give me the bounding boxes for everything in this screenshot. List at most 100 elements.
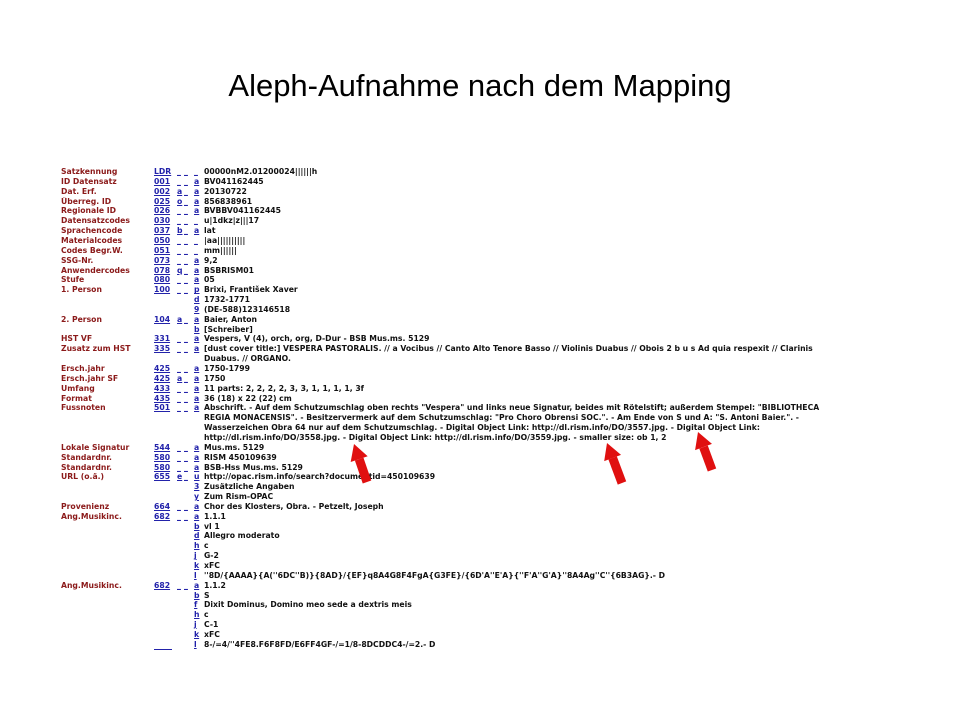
subfield-code-link[interactable]: a (194, 511, 200, 521)
subfield-code-link[interactable]: a (194, 462, 200, 472)
field-tag-link[interactable]: 051 (154, 245, 171, 255)
indicator-1-link[interactable]: _ (177, 245, 181, 255)
indicator-1-link[interactable]: _ (177, 452, 181, 462)
subfield-code-link[interactable]: _ (194, 216, 198, 226)
subfield-code-link[interactable]: a (194, 265, 200, 275)
indicator-2-link[interactable]: _ (184, 265, 188, 275)
indicator-2-link[interactable]: _ (184, 176, 188, 186)
subfield-code-link[interactable]: p (194, 285, 200, 295)
indicator-2-link[interactable]: _ (184, 383, 188, 393)
field-tag-link[interactable]: 100 (154, 285, 171, 295)
indicator-1-link[interactable]: _ (177, 334, 181, 344)
subfield-code-link[interactable]: k (194, 561, 200, 570)
indicator-1-link[interactable]: _ (177, 344, 181, 354)
subfield-code-link[interactable]: a (194, 452, 200, 462)
subfield-code-link[interactable]: a (194, 344, 200, 354)
indicator-1-link[interactable]: _ (177, 167, 181, 176)
indicator-1-link[interactable]: _ (177, 393, 181, 403)
subfield-code-link[interactable]: a (194, 314, 200, 324)
subfield-code-link[interactable]: h (194, 610, 200, 620)
subfield-code-link[interactable]: a (194, 255, 200, 265)
field-tag-link[interactable]: 050 (154, 235, 171, 245)
subfield-code-link[interactable]: 3 (194, 482, 200, 492)
subfield-code-link[interactable]: a (194, 442, 200, 452)
indicator-1-link[interactable]: _ (177, 255, 181, 265)
indicator-2-link[interactable]: _ (184, 393, 188, 403)
indicator-1-link[interactable]: a (177, 186, 183, 196)
indicator-1-link[interactable]: b (177, 226, 183, 236)
indicator-1-link[interactable]: _ (177, 462, 181, 472)
subfield-code-link[interactable]: b (194, 324, 200, 334)
subfield-code-link[interactable]: a (194, 393, 200, 403)
field-tag-link[interactable]: 104 (154, 314, 171, 324)
field-tag-link[interactable]: 501 (154, 403, 171, 413)
subfield-code-link[interactable]: _ (194, 167, 198, 176)
field-tag-link[interactable]: 580 (154, 462, 171, 472)
field-tag-link[interactable]: 001 (154, 176, 171, 186)
field-tag-link[interactable]: 655 (154, 472, 171, 482)
indicator-2-link[interactable]: _ (184, 226, 188, 236)
indicator-1-link[interactable]: a (177, 314, 183, 324)
indicator-2-link[interactable]: _ (184, 472, 188, 482)
indicator-1-link[interactable]: q (177, 265, 183, 275)
indicator-1-link[interactable]: _ (177, 580, 181, 590)
indicator-1-link[interactable]: _ (177, 442, 181, 452)
indicator-2-link[interactable]: _ (184, 206, 188, 216)
field-tag-link[interactable]: 425 (154, 373, 171, 383)
indicator-1-link[interactable]: e (177, 472, 183, 482)
subfield-code-link[interactable]: _ (194, 235, 198, 245)
indicator-2-link[interactable]: _ (184, 403, 188, 413)
subfield-code-link[interactable]: 9 (194, 304, 200, 314)
subfield-code-link[interactable]: h (194, 541, 200, 551)
indicator-2-link[interactable]: _ (184, 196, 188, 206)
field-tag-link[interactable]: 425 (154, 364, 171, 373)
indicator-1-link[interactable]: _ (177, 206, 181, 216)
subfield-code-link[interactable]: a (194, 403, 200, 413)
indicator-1-link[interactable]: _ (177, 383, 181, 393)
field-tag-link[interactable]: 435 (154, 393, 171, 403)
subfield-code-link[interactable]: a (194, 196, 200, 206)
field-tag-link[interactable]: 037 (154, 226, 171, 236)
indicator-2-link[interactable]: _ (184, 235, 188, 245)
subfield-code-link[interactable]: j (194, 551, 197, 561)
subfield-code-link[interactable]: l (194, 570, 197, 580)
indicator-2-link[interactable]: _ (184, 373, 188, 383)
subfield-code-link[interactable]: y (194, 492, 200, 502)
indicator-1-link[interactable]: _ (177, 176, 181, 186)
indicator-2-link[interactable]: _ (184, 314, 188, 324)
subfield-code-link[interactable]: _ (194, 245, 198, 255)
indicator-2-link[interactable]: _ (184, 186, 188, 196)
indicator-1-link[interactable]: _ (177, 501, 181, 511)
indicator-2-link[interactable]: _ (184, 442, 188, 452)
subfield-code-link[interactable]: l (194, 639, 197, 649)
indicator-2-link[interactable]: _ (184, 452, 188, 462)
subfield-code-link[interactable]: a (194, 373, 200, 383)
indicator-2-link[interactable]: _ (184, 285, 188, 295)
subfield-code-link[interactable]: a (194, 364, 200, 373)
indicator-2-link[interactable]: _ (184, 511, 188, 521)
indicator-2-link[interactable]: _ (184, 364, 188, 373)
indicator-1-link[interactable]: _ (177, 511, 181, 521)
field-tag-link[interactable]: 544 (154, 442, 171, 452)
subfield-code-link[interactable]: a (194, 580, 200, 590)
indicator-1-link[interactable]: _ (177, 364, 181, 373)
indicator-2-link[interactable]: _ (184, 334, 188, 344)
field-tag-link[interactable]: 682 (154, 580, 171, 590)
indicator-1-link[interactable]: _ (177, 403, 181, 413)
subfield-code-link[interactable]: a (194, 186, 200, 196)
field-tag-link[interactable]: 026 (154, 206, 171, 216)
indicator-2-link[interactable]: _ (184, 167, 188, 176)
subfield-code-link[interactable]: b (194, 590, 200, 600)
indicator-1-link[interactable]: _ (177, 285, 181, 295)
field-tag-link[interactable]: 080 (154, 275, 171, 285)
indicator-2-link[interactable]: _ (184, 216, 188, 226)
field-tag-link[interactable]: 682 (154, 511, 171, 521)
indicator-2-link[interactable]: _ (184, 501, 188, 511)
subfield-code-link[interactable]: a (194, 176, 200, 186)
indicator-1-link[interactable]: _ (177, 216, 181, 226)
subfield-code-link[interactable]: u (194, 472, 200, 482)
field-tag-link[interactable]: LDR (154, 167, 172, 176)
field-tag-link[interactable]: 073 (154, 255, 171, 265)
field-tag-link[interactable]: 030 (154, 216, 171, 226)
subfield-code-link[interactable]: a (194, 501, 200, 511)
